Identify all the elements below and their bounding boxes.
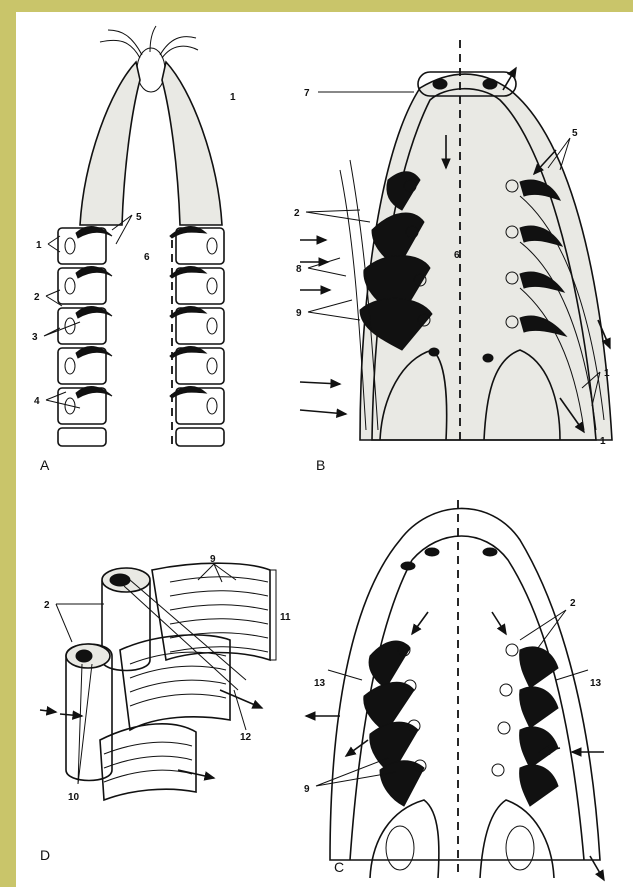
label-d-10: 10 [68, 792, 80, 803]
label-b-1b: 1 [600, 436, 606, 447]
label-c-2: 2 [570, 598, 576, 609]
panel-b: 7 5 2 8 6 9 1 1 B [294, 40, 612, 473]
gill-segments-right [170, 227, 224, 446]
label-c-13-left: 13 [314, 678, 326, 689]
label-a-2: 2 [34, 292, 40, 303]
label-d-2: 2 [44, 600, 50, 611]
label-d-9: 9 [210, 554, 216, 565]
gill-segments-left [58, 227, 112, 446]
gill-bars-c-right [492, 644, 558, 806]
panel-d: 9 2 11 12 10 D [40, 554, 291, 863]
gill-bars-c-left [364, 641, 426, 806]
label-a-5: 5 [136, 212, 142, 223]
label-a-6: 6 [144, 252, 150, 263]
label-c-9: 9 [304, 784, 310, 795]
label-b-9: 9 [296, 308, 302, 319]
label-a-1-top: 1 [230, 92, 236, 103]
panel-letter-a: A [40, 457, 50, 473]
label-a-3: 3 [32, 332, 38, 343]
label-a-1: 1 [36, 240, 42, 251]
label-c-13-right: 13 [590, 678, 602, 689]
label-b-1: 1 [604, 368, 610, 379]
panel-letter-d: D [40, 847, 50, 863]
label-b-7: 7 [304, 88, 310, 99]
label-a-4: 4 [34, 396, 40, 407]
label-b-6: 6 [454, 250, 460, 261]
panel-c: 2 13 13 9 C [304, 500, 604, 880]
panel-a: 1 5 1 6 2 3 4 A [32, 26, 236, 473]
panel-letter-c: C [334, 859, 344, 875]
label-b-2: 2 [294, 208, 300, 219]
label-d-11: 11 [280, 612, 291, 623]
label-d-12: 12 [240, 732, 252, 743]
panel-letter-b: B [316, 457, 325, 473]
label-b-5: 5 [572, 128, 578, 139]
label-b-8: 8 [296, 264, 302, 275]
